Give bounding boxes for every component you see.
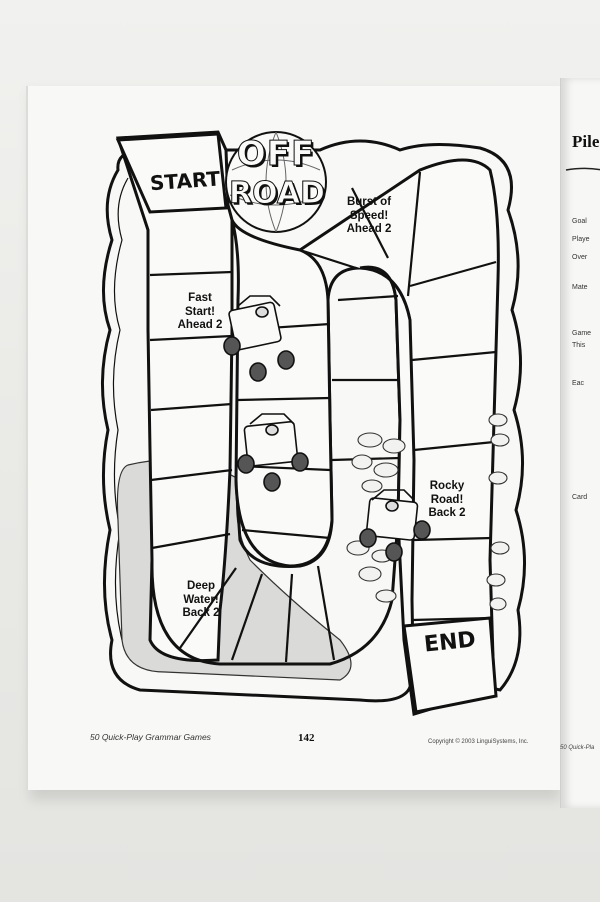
space-burst-of-speed: Burst of Speed! Ahead 2 xyxy=(334,196,404,237)
space-text-line: Fast xyxy=(188,292,212,304)
space-text-line: Ahead 2 xyxy=(177,319,223,332)
track-middle xyxy=(230,219,334,568)
space-text-line: Speed! xyxy=(349,209,389,222)
logo-title-road: ROAD xyxy=(229,175,326,211)
footer-book-title: 50 Quick-Play Grammar Games xyxy=(90,732,211,742)
atv-vehicle-1 xyxy=(223,295,295,382)
right-page-line: Playe xyxy=(572,236,590,243)
space-text-line: Rocky xyxy=(429,480,465,492)
right-page-title: Pile I xyxy=(572,132,600,151)
logo-globe-lines xyxy=(229,131,323,233)
atv-vehicle-2 xyxy=(237,413,309,492)
space-text-line: Deep xyxy=(186,580,216,592)
right-page-line: Card xyxy=(572,494,588,501)
space-text-line: Burst of xyxy=(346,196,392,208)
board-cloud-inner xyxy=(112,177,129,641)
right-page-footer: 50 Quick-Pla xyxy=(560,745,595,751)
right-page-line: Goal xyxy=(572,218,587,225)
space-text-line: Start! xyxy=(184,305,216,318)
right-page-line: This xyxy=(572,342,586,349)
track-right-inner xyxy=(359,266,416,715)
space-deep-water: Deep Water! Back 2 xyxy=(172,580,230,621)
right-page-curve xyxy=(565,167,600,171)
footer-copyright: Copyright © 2003 LinguiSystems, Inc. xyxy=(428,739,529,745)
start-label: START xyxy=(149,166,221,196)
end-banner xyxy=(402,616,498,714)
start-banner xyxy=(115,132,228,214)
right-page-line: Mate xyxy=(572,284,588,291)
space-text-line: Water! xyxy=(183,593,219,606)
space-text-line: Road! xyxy=(430,493,464,506)
board-cloud-outline xyxy=(100,139,527,703)
footer-page-number: 142 xyxy=(298,732,315,744)
space-rocky-road: Rocky Road! Back 2 xyxy=(418,480,476,521)
right-page-line: Eac xyxy=(572,380,585,387)
book-page-right xyxy=(560,78,600,808)
rock-pile xyxy=(346,413,510,611)
atv-vehicle-3 xyxy=(359,489,431,562)
space-fast-start: Fast Start! Ahead 2 xyxy=(170,292,230,333)
track-right-outer xyxy=(299,158,500,716)
logo-title-off: OFF xyxy=(236,133,316,174)
space-text-line: Ahead 2 xyxy=(346,223,392,236)
right-page-line: Game xyxy=(572,330,592,337)
space-text-line: Back 2 xyxy=(428,507,466,520)
right-page-line: Over xyxy=(572,254,588,261)
space-text-line: Back 2 xyxy=(182,607,220,620)
